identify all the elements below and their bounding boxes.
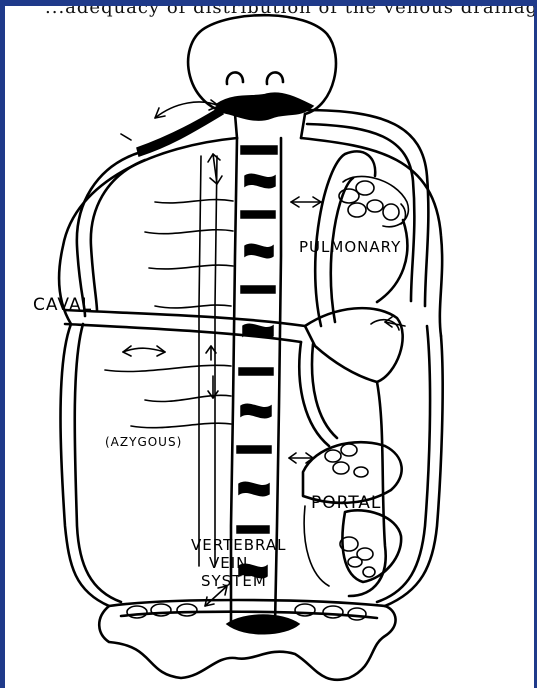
sacral-plexus [227,615,299,634]
eye-left-icon [227,72,243,84]
caval-lower-loop-left [75,324,121,602]
cranial-plexus [217,93,313,120]
vertebral-column-outer-left [199,156,201,566]
pulmonary-lung-outline [343,176,408,226]
label-vertebral-line3: SYSTEM [201,572,267,590]
label-pulmonary: PULMONARY [299,238,401,256]
caval-channel-upper [65,310,305,326]
caval-loop-left-inner [91,160,145,311]
portal-lower-vessel [304,506,329,586]
vertebral-column-outer-right [215,156,217,566]
label-caval: CAVAL [33,295,92,315]
label-azygous: (AZYGOUS) [105,435,182,449]
eye-right-icon [267,72,283,84]
label-vertebral-line1: VERTEBRAL [191,536,286,554]
label-vertebral-line2: VEIN [209,554,248,572]
gut-loop [342,510,401,582]
torso-lower-outline-right [385,336,443,606]
pulmonary-return [377,220,407,302]
portal-vessel-inner [312,344,337,438]
tick-mark [121,134,131,140]
venous-system-diagram: CAVAL PULMONARY (AZYGOUS) PORTAL VERTEBR… [5,6,537,688]
caval-loop-left-outer [77,152,141,316]
aorta-right [349,382,386,596]
torso-upper-outline-right [301,138,442,336]
label-portal: PORTAL [311,493,381,513]
vertebral-vein-pattern [237,146,277,578]
